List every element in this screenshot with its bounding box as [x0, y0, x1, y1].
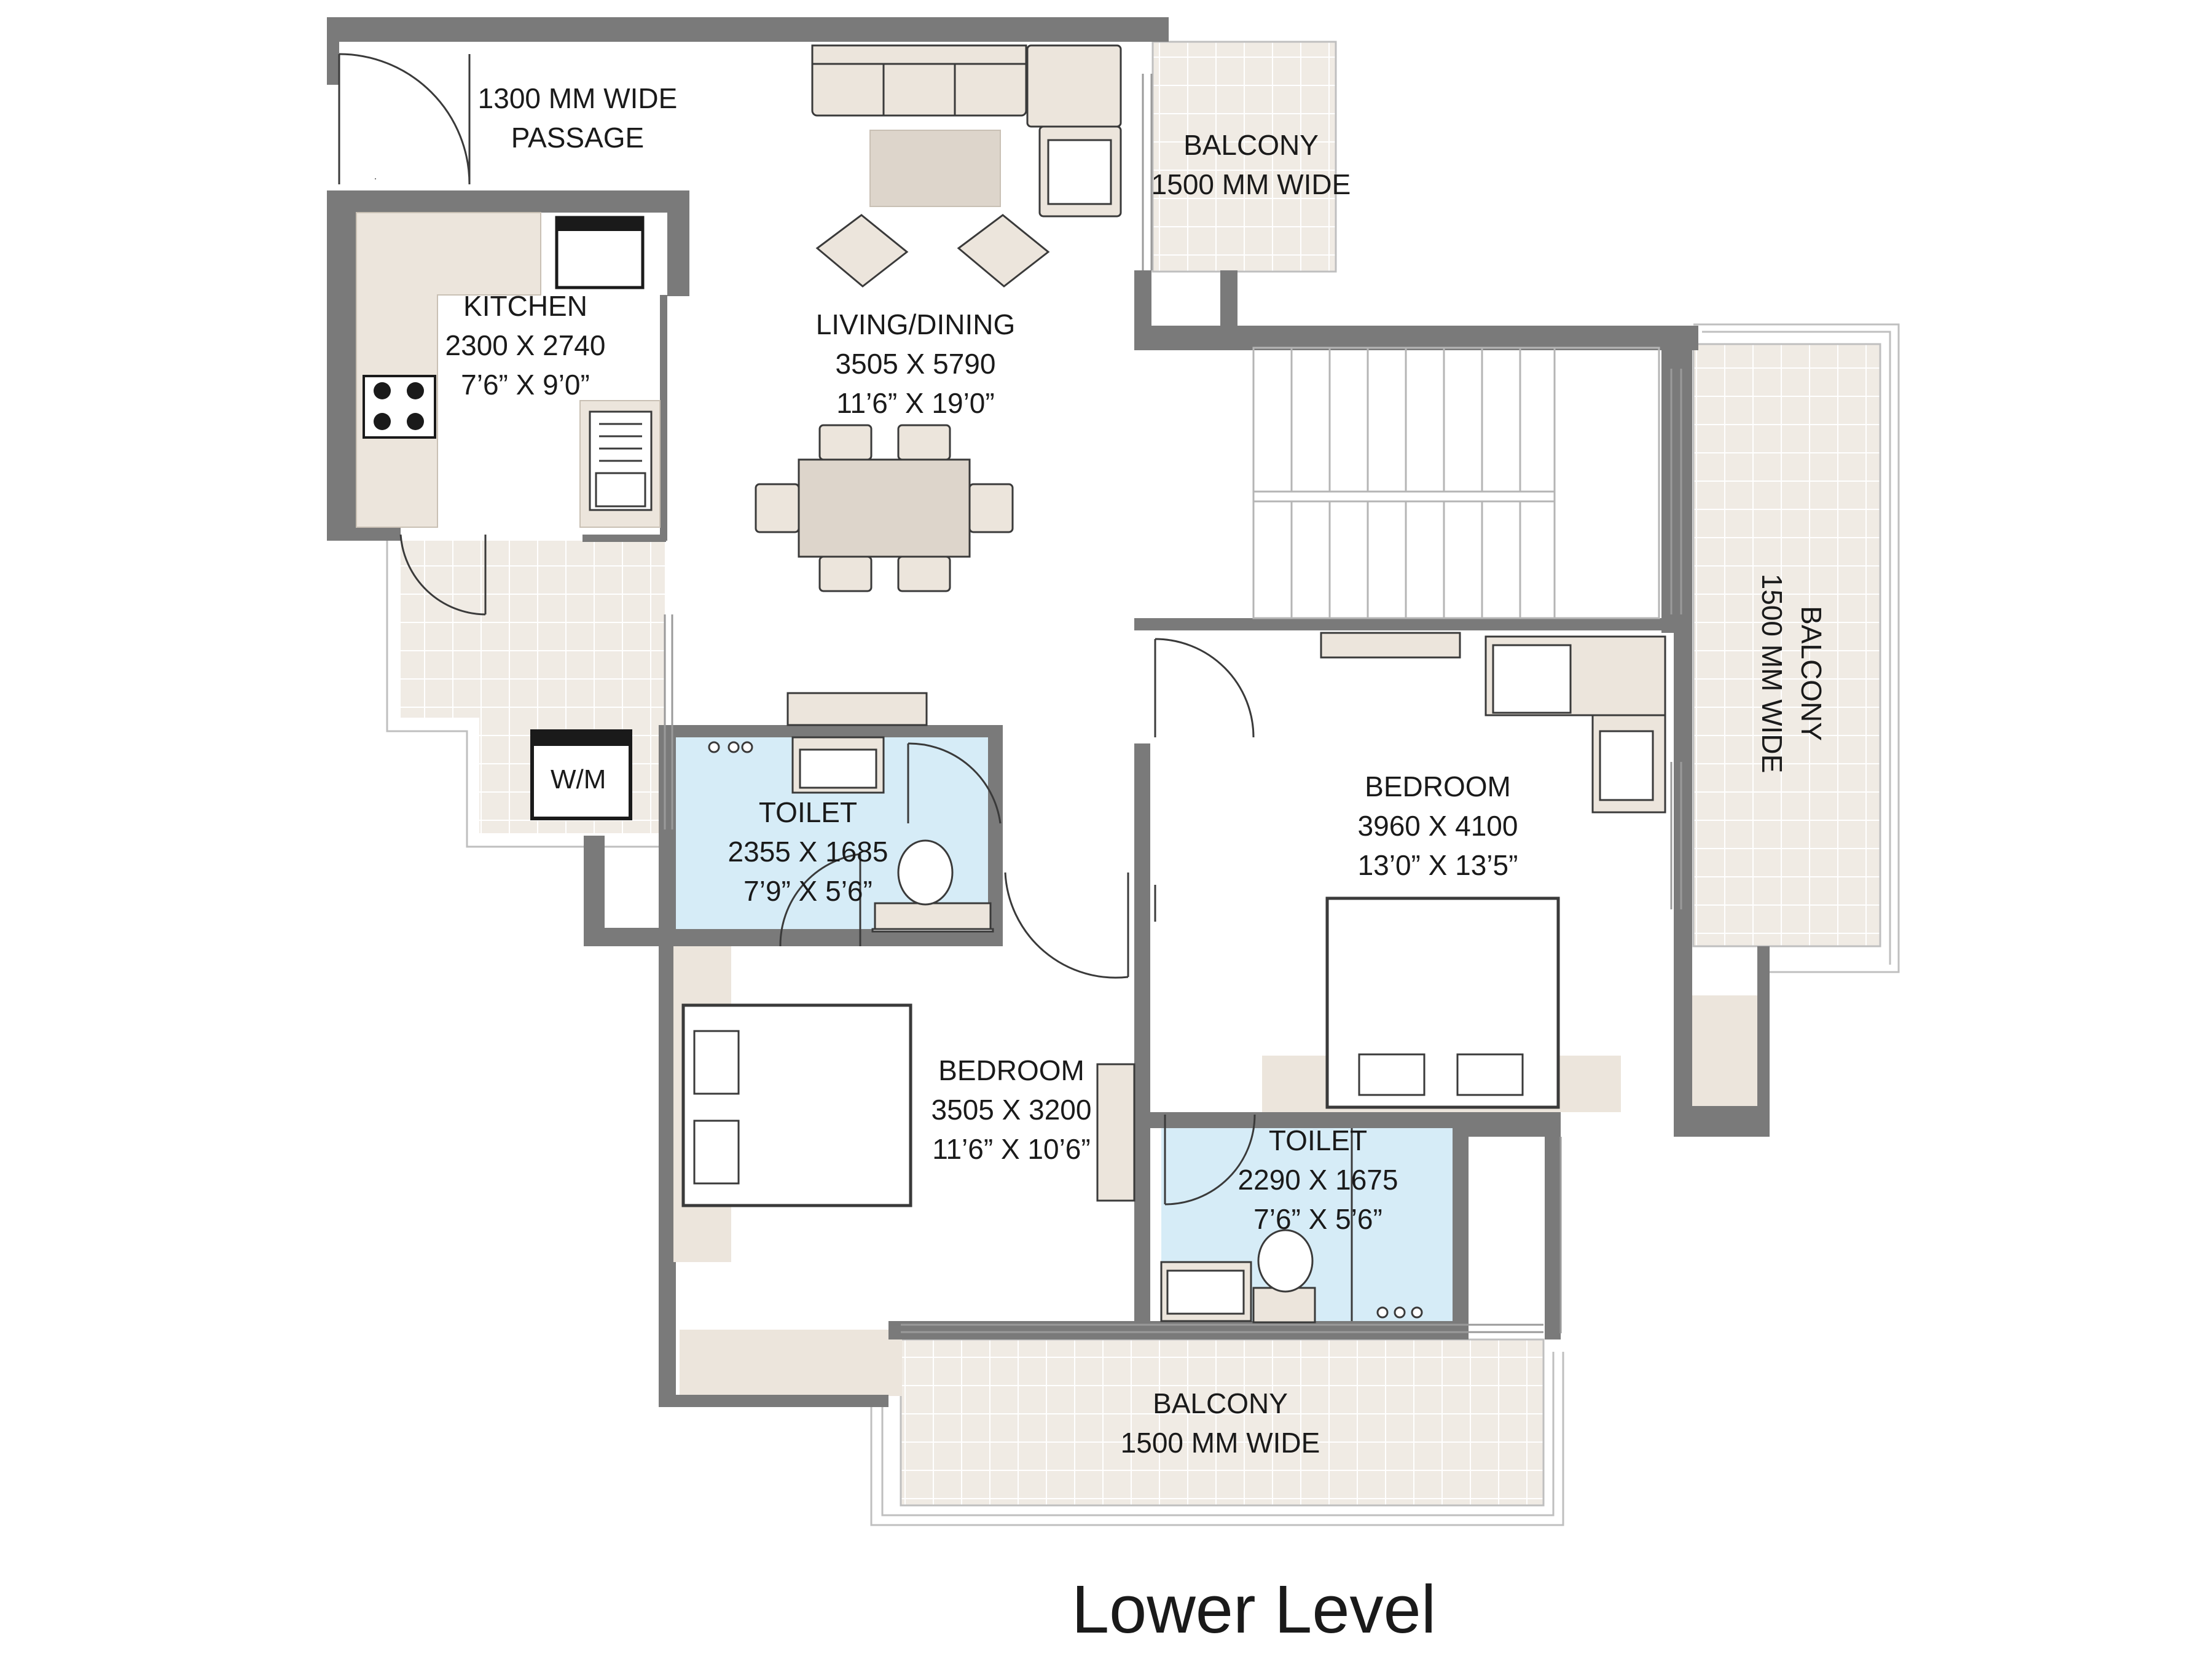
dining-table-icon [755, 424, 1014, 592]
balcony-top-label-name: BALCONY [1183, 129, 1319, 161]
coffee-table [869, 130, 1001, 207]
living-label-metric: 3505 X 5790 [835, 348, 996, 380]
balcony-top-floor [1151, 41, 1337, 273]
staircase [1252, 347, 1660, 619]
bedroom-right-label-metric: 3960 X 4100 [1357, 810, 1518, 842]
refrigerator [555, 216, 645, 289]
balcony-bottom-label-name: BALCONY [1153, 1387, 1288, 1419]
kitchen-label-name: KITCHEN [463, 290, 587, 322]
balcony-top-label-width: 1500 MM WIDE [1151, 168, 1351, 200]
balcony-bottom-floor [870, 1338, 1564, 1526]
toilet-right-fittings [1160, 1128, 1423, 1324]
balcony-bottom-label-width: 1500 MM WIDE [1120, 1427, 1320, 1459]
toilet-left-label-name: TOILET [758, 796, 858, 828]
living-label: LIVING/DINING 3505 X 5790 11’6” X 19’0” [805, 305, 1026, 423]
balcony-bottom-label: BALCONY 1500 MM WIDE [1110, 1384, 1331, 1462]
level-caption: Lower Level [1072, 1572, 1437, 1647]
washing-machine [530, 729, 632, 820]
passage-label-line-2: PASSAGE [511, 122, 645, 154]
washing-machine-label: W/M [551, 764, 606, 794]
passage-label-line-1: 1300 MM WIDE [477, 82, 678, 114]
kitchen-label-imperial: 7’6” X 9’0” [461, 369, 590, 401]
toilet-left-label-imperial: 7’9” X 5’6” [743, 875, 873, 907]
bedroom-left-label-metric: 3505 X 3200 [931, 1094, 1092, 1126]
balcony-top-label: BALCONY 1500 MM WIDE [1140, 125, 1362, 204]
balcony-right-floor [1692, 323, 1900, 973]
bedroom-right-label: BEDROOM 3960 X 4100 13’0” X 13’5” [1327, 767, 1548, 885]
living-label-imperial: 11’6” X 19’0” [836, 387, 995, 419]
kitchen-label-metric: 2300 X 2740 [445, 329, 606, 361]
bedroom-right-label-imperial: 13’0” X 13’5” [1357, 849, 1518, 881]
sofa-icon [811, 44, 1122, 218]
toilet-right-label: TOILET 2290 X 1675 7’6” X 5’6” [1217, 1121, 1419, 1239]
bedroom-left-label-imperial: 11’6” X 10’6” [932, 1133, 1091, 1165]
walls [327, 17, 1770, 1407]
deck-slats [680, 995, 1765, 1396]
bedroom-left-label: BEDROOM 3505 X 3200 11’6” X 10’6” [901, 1051, 1122, 1169]
hob-icon [363, 375, 436, 439]
balcony-right-label: BALCONY 1500 MM WIDE [1752, 557, 1831, 790]
bedroom-left-furniture [673, 946, 1135, 1262]
toilet-right-label-imperial: 7’6” X 5’6” [1253, 1203, 1382, 1235]
balcony-right-label-name: BALCONY [1795, 606, 1827, 741]
passage-label: 1300 MM WIDE PASSAGE [473, 79, 682, 157]
toilet-left-fittings [708, 692, 994, 933]
kitchen-sink-icon [589, 410, 653, 511]
kitchen-label: KITCHEN 2300 X 2740 7’6” X 9’0” [424, 286, 627, 404]
toilet-left-label: TOILET 2355 X 1685 7’9” X 5’6” [707, 793, 909, 911]
toilet-left-label-metric: 2355 X 1685 [728, 836, 888, 868]
windows [664, 74, 1682, 1333]
stair-floor [1253, 348, 1659, 618]
doors [338, 53, 1256, 1206]
bedroom-left-label-name: BEDROOM [938, 1054, 1084, 1086]
toilet-right-label-metric: 2290 X 1675 [1237, 1164, 1398, 1196]
living-label-name: LIVING/DINING [815, 308, 1016, 340]
armchairs-icon [815, 214, 1050, 288]
toilet-right-label-name: TOILET [1268, 1124, 1368, 1156]
balcony-right-label-width: 1500 MM WIDE [1756, 573, 1788, 774]
bedroom-right-label-name: BEDROOM [1365, 771, 1511, 802]
bedroom-right-furniture [1262, 632, 1666, 1112]
